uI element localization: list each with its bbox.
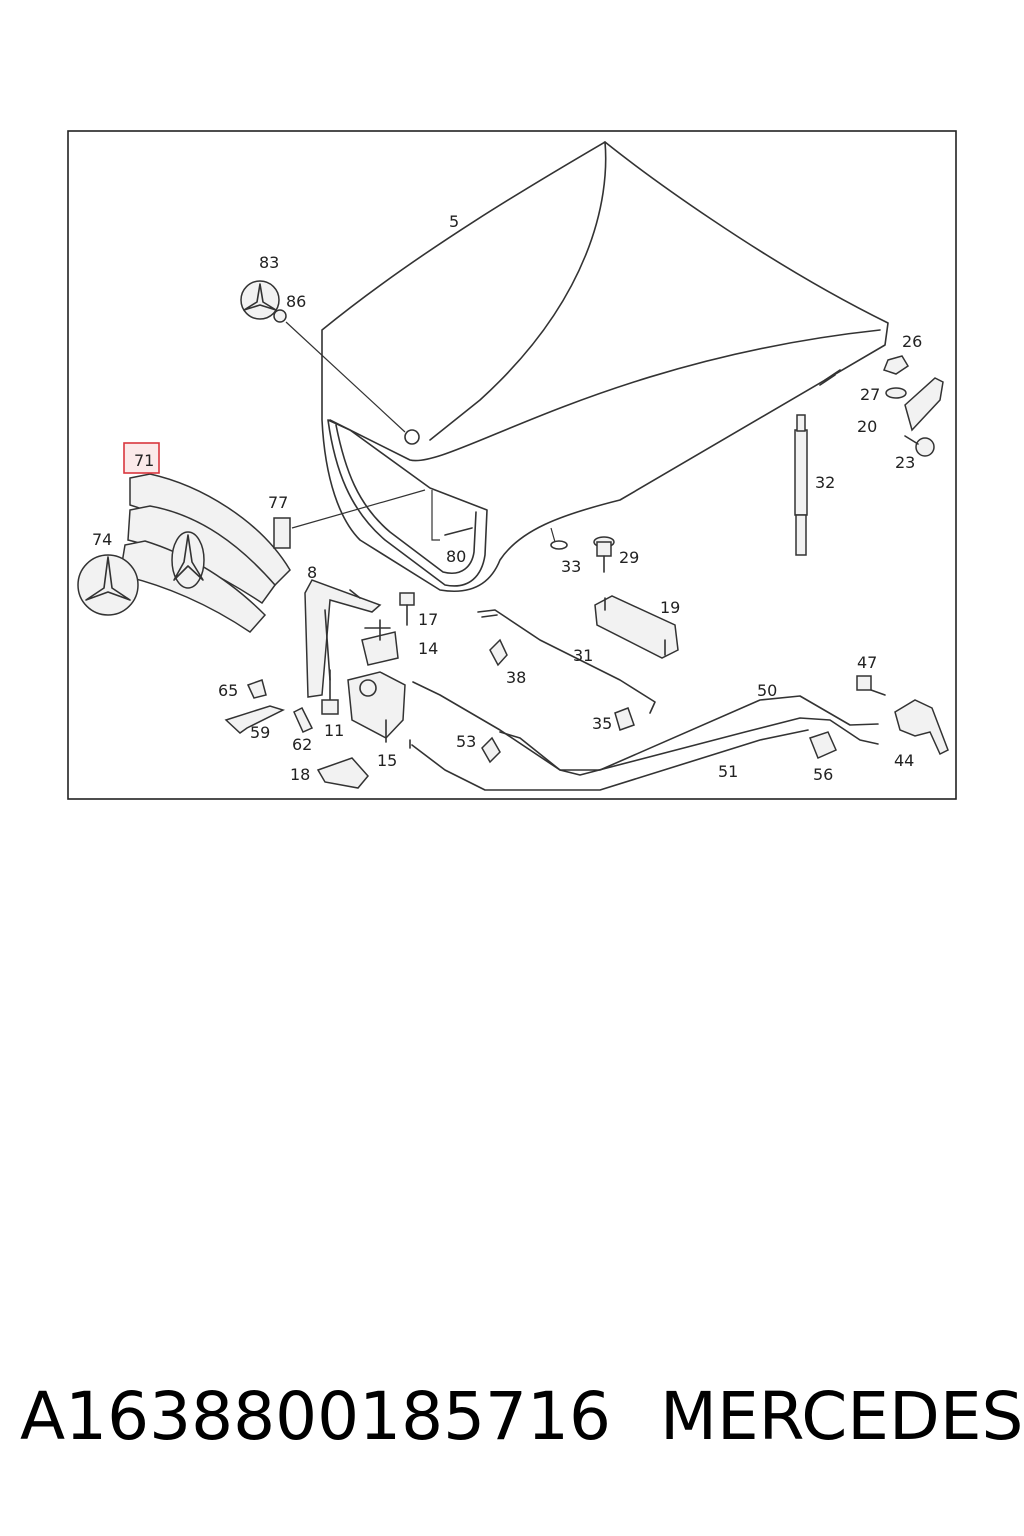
part-number: A1638800185716 xyxy=(20,1378,612,1455)
callout-31: 31 xyxy=(573,646,593,665)
hinge-hardware xyxy=(883,355,944,457)
callout-18: 18 xyxy=(290,765,310,784)
callout-5: 5 xyxy=(449,212,459,231)
callout-15: 15 xyxy=(377,751,397,770)
callout-74: 74 xyxy=(92,530,112,549)
bolt-80 xyxy=(431,490,473,541)
callout-26: 26 xyxy=(902,332,922,351)
release-cable-31 xyxy=(477,609,656,714)
star-badge-74 xyxy=(77,554,139,616)
highlight-box-71 xyxy=(123,442,160,474)
callout-83: 83 xyxy=(259,253,279,272)
striker-14 xyxy=(361,619,399,666)
callout-38: 38 xyxy=(506,668,526,687)
caption-bar: A1638800185716 MERCEDES xyxy=(0,1378,1024,1468)
callout-44: 44 xyxy=(894,751,914,770)
star-emblem-83 xyxy=(240,280,280,320)
buffer-29 xyxy=(593,536,615,573)
clip-86 xyxy=(273,309,406,433)
callout-32: 32 xyxy=(815,473,835,492)
callout-80: 80 xyxy=(446,547,466,566)
cable-51 xyxy=(411,681,879,791)
grommet-33 xyxy=(550,540,568,550)
latch-19 xyxy=(594,595,679,659)
bolt-17 xyxy=(399,592,415,626)
callout-17: 17 xyxy=(418,610,438,629)
leader-33 xyxy=(550,527,556,543)
callout-33: 33 xyxy=(561,557,581,576)
callout-19: 19 xyxy=(660,598,680,617)
release-handle-44 xyxy=(894,699,949,756)
hinge-8 xyxy=(304,579,382,698)
callout-53: 53 xyxy=(456,732,476,751)
radiator-grille-71 xyxy=(119,473,291,633)
callout-86: 86 xyxy=(286,292,306,311)
hood xyxy=(321,141,889,592)
callout-35: 35 xyxy=(592,714,612,733)
lever-59 xyxy=(224,705,286,734)
gas-strut-32 xyxy=(794,414,808,556)
clip-38 xyxy=(489,638,508,667)
callout-11: 11 xyxy=(324,721,344,740)
nut-47 xyxy=(856,675,886,696)
clamp-56 xyxy=(809,731,837,760)
callout-14: 14 xyxy=(418,639,438,658)
callout-8: 8 xyxy=(307,563,317,582)
diagram-frame xyxy=(67,130,957,800)
cable-50 xyxy=(499,695,879,771)
callout-65: 65 xyxy=(218,681,238,700)
clip-62 xyxy=(293,706,314,733)
clip-65 xyxy=(246,679,267,699)
callout-23: 23 xyxy=(895,453,915,472)
handle-18 xyxy=(316,757,369,789)
clip-53 xyxy=(481,736,501,764)
bolt-11 xyxy=(321,669,339,715)
parts-diagram: 5 83 86 26 27 20 23 71 77 74 32 80 33 29… xyxy=(67,130,957,800)
callout-56: 56 xyxy=(813,765,833,784)
callout-27: 27 xyxy=(860,385,880,404)
callout-29: 29 xyxy=(619,548,639,567)
lock-assembly-15 xyxy=(347,671,411,749)
callout-50: 50 xyxy=(757,681,777,700)
callout-77: 77 xyxy=(268,493,288,512)
brand-name: MERCEDES xyxy=(660,1378,1024,1455)
bracket-77 xyxy=(273,489,426,549)
callout-62: 62 xyxy=(292,735,312,754)
callout-51: 51 xyxy=(718,762,738,781)
callout-47: 47 xyxy=(857,653,877,672)
callout-20: 20 xyxy=(857,417,877,436)
bushing-35 xyxy=(614,707,635,731)
callout-59: 59 xyxy=(250,723,270,742)
callout-71: 71 xyxy=(134,451,154,470)
